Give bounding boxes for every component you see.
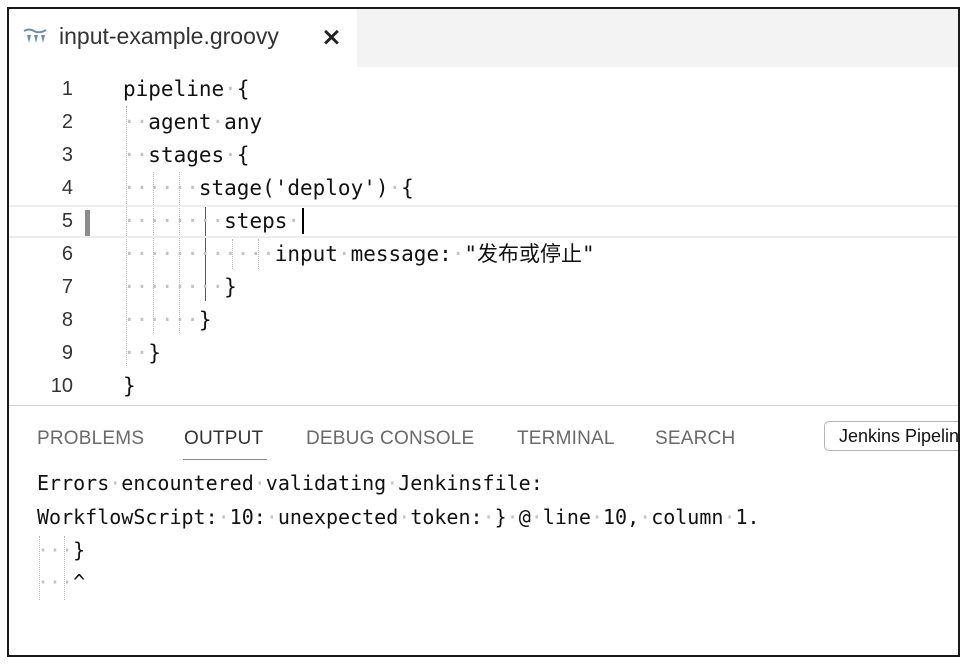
line-number: 7 <box>61 276 73 298</box>
line-number: 5 <box>61 210 73 232</box>
code-text: ········steps· <box>123 207 305 236</box>
tab-debug-console[interactable]: DEBUG CONSOLE <box>306 428 475 449</box>
code-line: 3 ··stages·{ <box>9 139 958 172</box>
code-line: 4 ······stage('deploy')·{ <box>9 172 958 205</box>
indent-guide <box>232 239 233 269</box>
output-line: WorkflowScript:·10:·unexpected·token:·}·… <box>37 505 760 529</box>
groovy-file-icon <box>23 28 47 43</box>
code-text: ······} <box>123 308 212 332</box>
indent-guide-active <box>205 205 206 301</box>
tab-problems[interactable]: PROBLEMS <box>37 428 145 449</box>
line-number: 8 <box>61 309 73 331</box>
tab-search[interactable]: SEARCH <box>655 428 736 449</box>
line-number: 2 <box>61 111 73 133</box>
text-cursor <box>302 208 305 234</box>
code-editor[interactable]: 1 pipeline·{ 2 ··agent·any 3 ··stages·{ … <box>9 67 958 405</box>
code-line: 1 pipeline·{ <box>9 73 958 106</box>
code-line: 6 ············input·message:·"发布或停止" <box>9 238 958 271</box>
code-text: pipeline·{ <box>123 77 250 101</box>
code-text: ······stage('deploy')·{ <box>123 176 414 200</box>
indent-guide <box>64 536 65 600</box>
editor-tab[interactable]: input-example.groovy × <box>9 9 357 67</box>
vscode-window: input-example.groovy × 1 pipeline·{ 2 ··… <box>7 7 960 657</box>
tab-output[interactable]: OUTPUT <box>184 428 264 449</box>
line-number: 6 <box>61 243 73 265</box>
code-line: 8 ······} <box>9 304 958 337</box>
modified-line-marker <box>85 210 90 236</box>
code-text: } <box>123 374 136 398</box>
line-number: 3 <box>61 144 73 166</box>
code-line: 7 ········} <box>9 271 958 304</box>
output-channel-select[interactable]: Jenkins Pipeline Linter <box>824 421 958 451</box>
tab-terminal[interactable]: TERMINAL <box>517 428 615 449</box>
line-number: 1 <box>61 78 73 100</box>
code-text: ··agent·any <box>123 110 263 134</box>
output-line: ···^ <box>37 570 86 594</box>
code-line: 10 } <box>9 370 958 403</box>
bottom-panel: PROBLEMS OUTPUT DEBUG CONSOLE TERMINAL S… <box>9 405 958 655</box>
line-number: 10 <box>50 375 73 397</box>
editor-tab-label: input-example.groovy <box>59 23 279 49</box>
code-line: 2 ··agent·any <box>9 106 958 139</box>
output-line: Errors·encountered·validating·Jenkinsfil… <box>37 471 543 495</box>
code-line: 9 ··} <box>9 337 958 370</box>
editor-tab-bar: input-example.groovy × <box>9 9 958 67</box>
close-icon[interactable]: × <box>321 22 342 51</box>
code-text: ········} <box>123 275 237 299</box>
code-line-current: 5 ········steps· <box>9 205 958 238</box>
line-number: 9 <box>61 342 73 364</box>
indent-guide <box>258 239 259 269</box>
line-number: 4 <box>61 177 73 199</box>
code-text: ··} <box>123 341 161 365</box>
code-text: ············input·message:·"发布或停止" <box>123 242 595 266</box>
code-text: ··stages·{ <box>123 143 250 167</box>
output-line: ···} <box>37 538 86 562</box>
indent-guide <box>179 172 180 333</box>
indent-guide <box>153 172 154 333</box>
indent-guide <box>39 536 40 600</box>
active-tab-indicator <box>183 459 267 460</box>
